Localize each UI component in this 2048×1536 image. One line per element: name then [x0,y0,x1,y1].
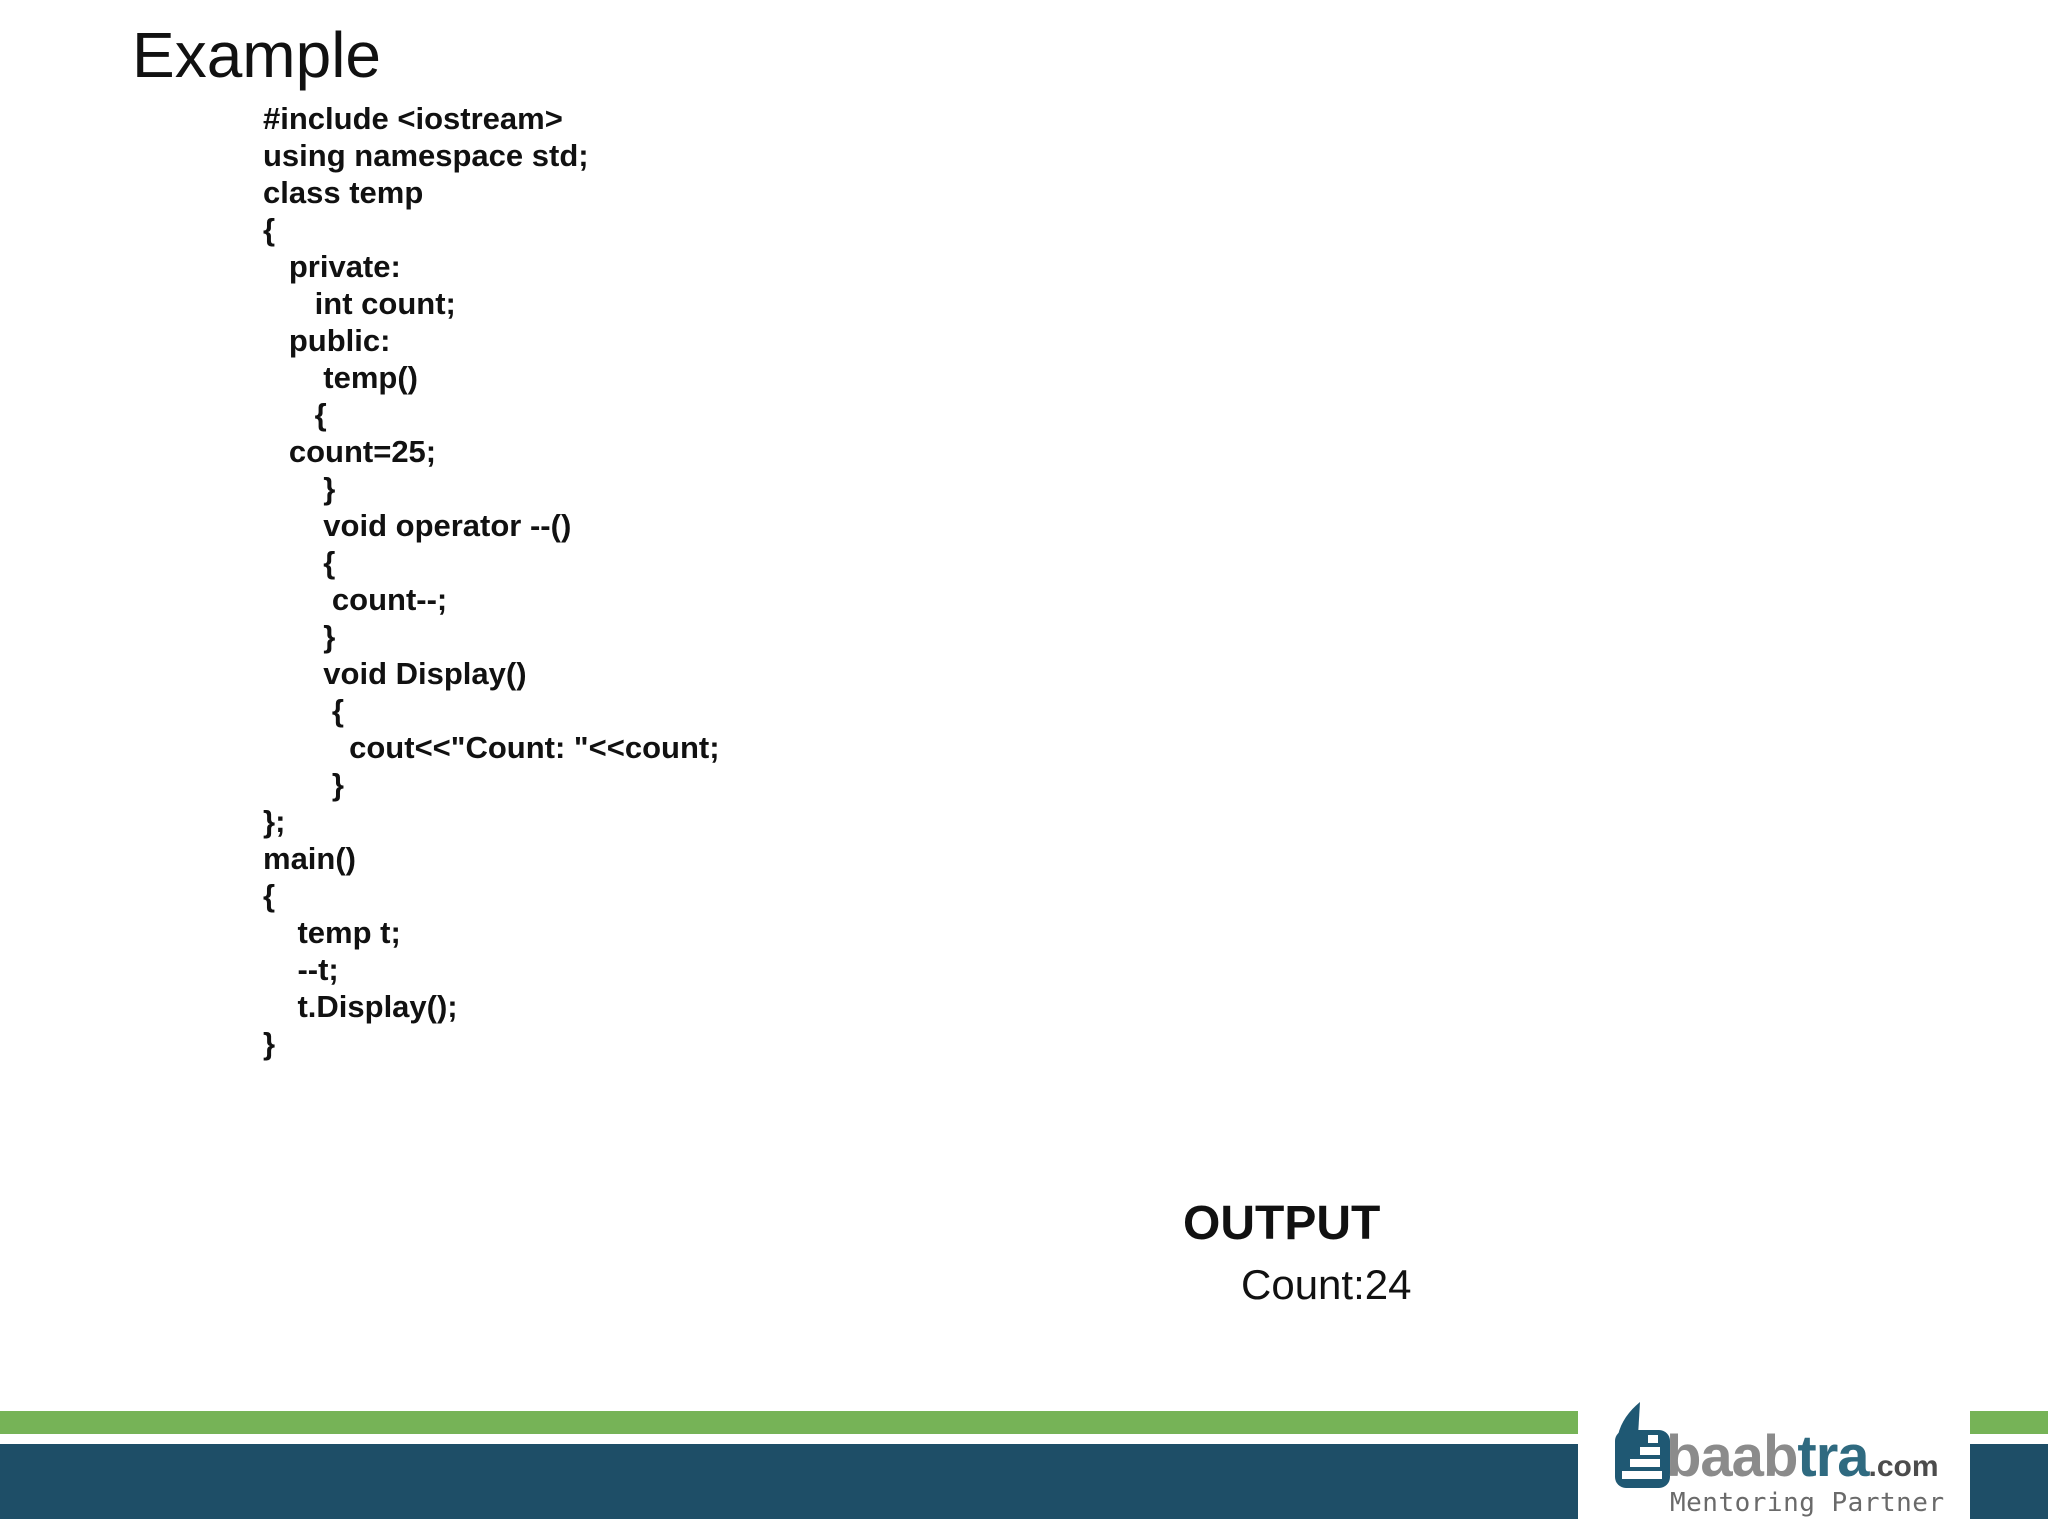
logo-part-baab: baab [1666,1424,1798,1489]
page-title: Example [132,19,381,91]
footer-green-bar [0,1411,2048,1434]
code-block: #include <iostream> using namespace std;… [263,101,720,1061]
output-value: Count:24 [1241,1261,1412,1308]
output-label: OUTPUT [1183,1197,1381,1250]
logo-part-tra: tra [1797,1424,1869,1489]
footer-banner: Learn best software engineering practice… [25,1444,1037,1519]
output-section: OUTPUT Count:24 [1183,1196,1411,1309]
bar-chart-speech-bubble-icon [1615,1402,1670,1488]
logo-tagline: Mentoring Partner [1670,1488,1945,1518]
logo-box: baabtra.com Mentoring Partner [1578,1398,1970,1536]
logo-wordmark: baabtra.com [1666,1428,1939,1486]
logo-suffix-com: .com [1868,1450,1939,1483]
